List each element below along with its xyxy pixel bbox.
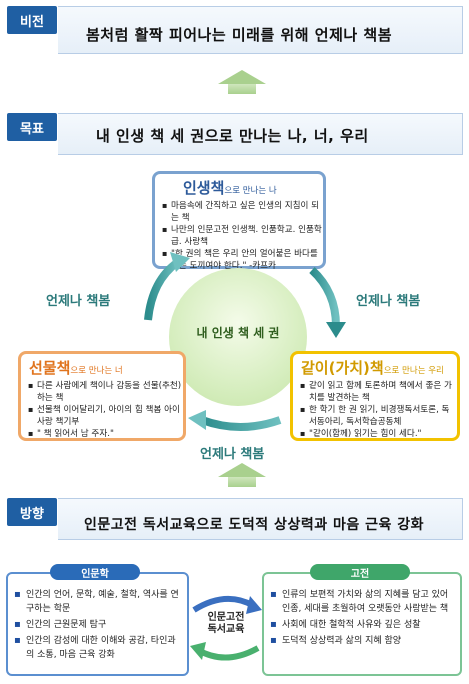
direction-box (58, 498, 463, 540)
arrow-right-icon (192, 595, 256, 613)
together-book-title-main: 같이(가치)책 (301, 359, 384, 377)
cycle-arrows (144, 252, 346, 431)
life-book-title: 인생책으로 만나는 나 (155, 174, 323, 200)
goal-tag: 목표 (7, 113, 57, 141)
left-cycle-label: 언제나 책봄 (46, 294, 111, 309)
bottom-cycle-label: 언제나 책봄 (200, 447, 265, 462)
right-cycle-label: 언제나 책봄 (356, 294, 421, 309)
arc-bottom-icon (200, 416, 282, 431)
life-book-card: 인생책으로 만나는 나 마음속에 간직하고 싶은 인생의 지침이 되는 책 나만… (152, 171, 326, 272)
classics-item: 사회에 대한 철학적 사유와 깊은 성찰 (270, 618, 454, 632)
classics-item: 인류의 보편적 가치와 삶의 지혜를 담고 있어 인종, 세대를 초월하여 오랫… (270, 588, 454, 616)
arrow-right-head-icon (246, 596, 262, 614)
classics-panel: 인류의 보편적 가치와 삶의 지혜를 담고 있어 인종, 세대를 초월하여 오랫… (262, 572, 462, 676)
up-arrow-2 (218, 463, 266, 477)
gift-book-item: 다른 사람에게 책이나 감동을 선물(추천) 하는 책 (28, 380, 183, 404)
arc-left-head-icon (170, 252, 190, 272)
together-book-title-sub: 으로 만나는 우리 (383, 366, 444, 376)
arc-right-head-icon (326, 322, 346, 338)
arc-bottom-head-icon (188, 410, 206, 430)
up-arrow-2-stem (228, 477, 256, 487)
arrow-left-head-icon (190, 642, 206, 660)
center-label: 내 인생 책 세 권 (196, 325, 280, 340)
goal-box (58, 113, 463, 155)
life-book-item: 나만의 인문고전 인생책. 인품학교. 인품학급. 사랑책 (162, 224, 323, 248)
up-arrow-1-stem (228, 84, 256, 94)
together-book-card: 같이(가치)책으로 만나는 우리 같이 읽고 함께 토론하며 책에서 좋은 가치… (290, 351, 460, 441)
gift-book-title-sub: 으로 만나는 너 (70, 366, 123, 376)
center-focus-line-2: 독서교육 (207, 624, 245, 635)
together-book-title: 같이(가치)책으로 만나는 우리 (293, 354, 457, 380)
gift-book-title-main: 선물책 (29, 359, 71, 377)
direction-headline: 인문고전 독서교육으로 도덕적 상상력과 마음 근육 강화 (84, 517, 424, 533)
life-book-title-main: 인생책 (183, 179, 225, 197)
together-book-item: 한 학기 한 권 읽기, 비경쟁독서토론, 독서동아리, 독서학습공동체 (300, 404, 457, 428)
arrow-left-icon (196, 645, 260, 661)
gift-book-card: 선물책으로 만나는 너 다른 사람에게 책이나 감동을 선물(추천) 하는 책 … (18, 351, 186, 441)
arc-right-icon (309, 267, 340, 327)
humanities-item: 인간의 근원문제 탐구 (14, 618, 181, 632)
up-arrow-1 (218, 70, 266, 84)
together-book-item: 같이 읽고 함께 토론하며 책에서 좋은 가치를 발견하는 책 (300, 380, 457, 404)
gift-book-item: " 책 읽어서 남 주자." (28, 428, 183, 440)
vision-box (58, 6, 463, 54)
life-book-title-sub: 으로 만나는 나 (224, 186, 277, 196)
classics-title: 고전 (310, 564, 410, 580)
humanities-item: 인간의 언어, 문학, 예술, 철학, 역사를 연구하는 학문 (14, 588, 181, 616)
together-book-item: "같이(함께) 읽기는 힘이 세다." (300, 428, 457, 440)
center-focus-line-1: 인문고전 (207, 612, 245, 623)
humanities-title: 인문학 (50, 564, 140, 580)
exchange-arrows (190, 595, 262, 661)
life-book-item: 마음속에 간직하고 싶은 인생의 지침이 되는 책 (162, 200, 323, 224)
classics-item: 도덕적 상상력과 삶의 지혜 함양 (270, 634, 454, 648)
humanities-item: 인간의 감성에 대한 이해와 공감, 타인과의 소통, 마음 근육 강화 (14, 634, 181, 662)
direction-tag: 방향 (7, 498, 57, 526)
center-circle: 내 인생 책 세 권 (169, 268, 307, 406)
humanities-panel: 인간의 언어, 문학, 예술, 철학, 역사를 연구하는 학문 인간의 근원문제… (6, 572, 189, 676)
life-book-item: "한 권의 책은 우리 안의 얼어붙은 바다를 깨는 도끼여야 한다." -카프… (162, 248, 323, 272)
center-focus-label: 인문고전 독서교육 (194, 612, 258, 636)
gift-book-item: 선물책 이어달리기, 아이의 힘 책봄 아이사랑 책기부 (28, 404, 183, 428)
vision-headline: 봄처럼 활짝 피어나는 미래를 위해 언제나 책봄 (86, 26, 393, 44)
arc-left-icon (144, 258, 181, 321)
vision-tag: 비전 (7, 6, 57, 34)
gift-book-title: 선물책으로 만나는 너 (21, 354, 183, 380)
goal-headline: 내 인생 책 세 권으로 만나는 나, 너, 우리 (96, 127, 369, 145)
